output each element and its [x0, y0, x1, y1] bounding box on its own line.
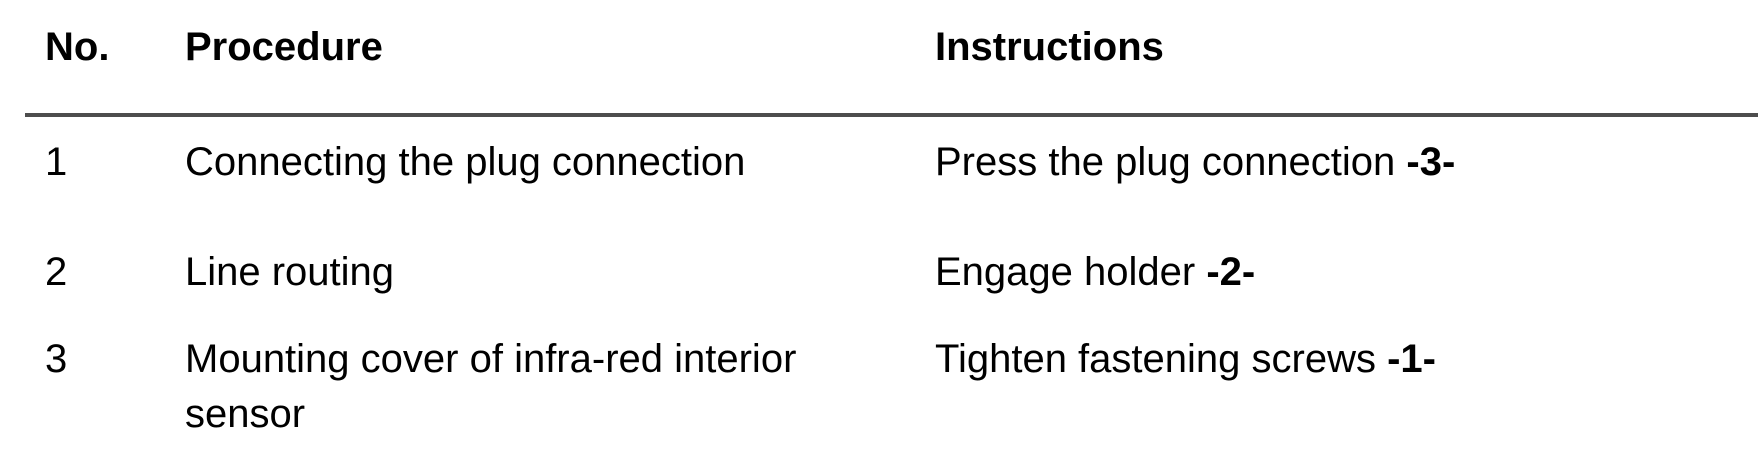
- table-row: 2 Line routing Engage holder -2-: [0, 245, 1758, 300]
- procedure-cell: Line routing: [185, 250, 395, 294]
- row-number: 2: [45, 250, 68, 294]
- instruction-text: Press the plug connection: [935, 140, 1407, 184]
- header-no: No.: [45, 25, 110, 69]
- instruction-cell: Press the plug connection -3-: [935, 135, 1758, 190]
- instruction-cell: Tighten fastening screws -1-: [935, 332, 1758, 442]
- header-divider: [25, 113, 1758, 117]
- row-number: 3: [45, 337, 68, 381]
- instruction-cell: Engage holder -2-: [935, 245, 1758, 300]
- item-reference: -3-: [1406, 140, 1456, 184]
- table-row: 1 Connecting the plug connection Press t…: [0, 135, 1758, 190]
- procedure-cell: Mounting cover of infra-red interior sen…: [185, 337, 797, 436]
- table-row: 3 Mounting cover of infra-red interior s…: [0, 332, 1758, 442]
- header-instructions: Instructions: [935, 25, 1164, 69]
- row-number: 1: [45, 140, 68, 184]
- instruction-text: Tighten fastening screws: [935, 337, 1388, 381]
- header-procedure: Procedure: [185, 25, 383, 69]
- item-reference: -2-: [1206, 250, 1256, 294]
- instruction-text: Engage holder: [935, 250, 1207, 294]
- procedure-cell: Connecting the plug connection: [185, 140, 746, 184]
- item-reference: -1-: [1387, 337, 1436, 381]
- table-header-row: No. Procedure Instructions: [0, 23, 1758, 71]
